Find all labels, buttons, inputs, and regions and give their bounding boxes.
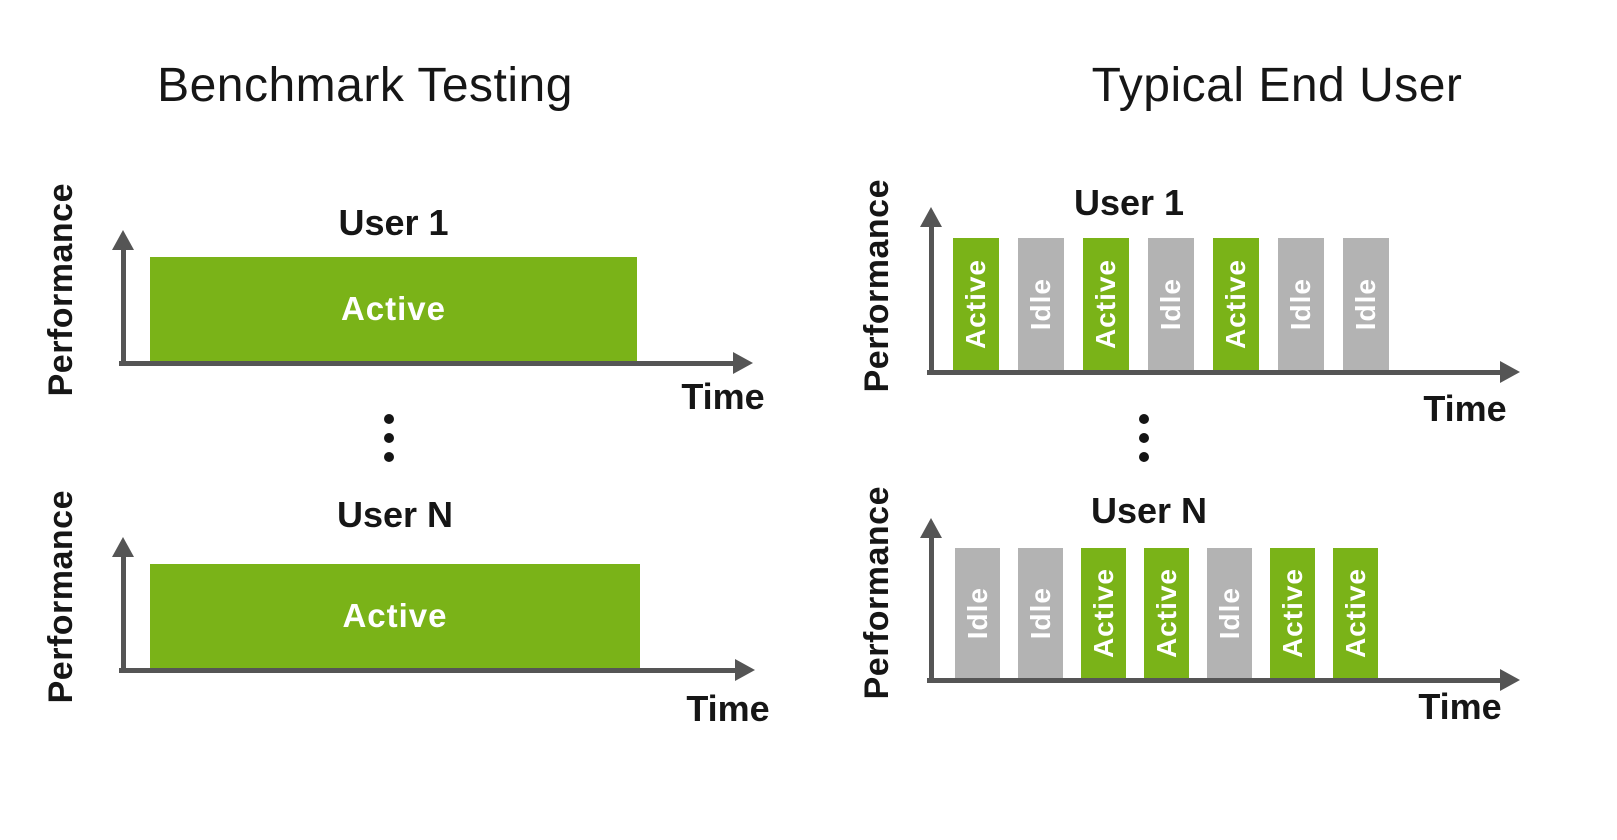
bar-label: Active — [340, 290, 447, 327]
y-axis — [121, 250, 126, 366]
y-axis — [121, 557, 126, 673]
chart-title: User N — [1090, 490, 1208, 531]
dot — [384, 433, 394, 443]
panel-title-typical-end-user: Typical End User — [1091, 59, 1463, 112]
x-axis — [119, 668, 737, 673]
bar-track: Active — [150, 257, 637, 361]
bar-idle: Idle — [955, 548, 1000, 678]
bar-track: Active Idle Active Idle Active Idle Idle — [953, 238, 1389, 370]
bar-active: Active — [1081, 548, 1126, 678]
bar-label: Idle — [1350, 277, 1381, 331]
bar-label: Active — [960, 258, 991, 350]
bar-active: Active — [1333, 548, 1378, 678]
dot — [1139, 414, 1149, 424]
bar-track: Idle Idle Active Active Idle Active Active — [955, 548, 1378, 678]
dot — [384, 452, 394, 462]
x-axis — [927, 678, 1502, 683]
y-axis — [929, 538, 934, 683]
bar-active: Active — [150, 257, 637, 361]
x-axis-label: Time — [686, 688, 770, 729]
x-axis-arrow-icon — [1500, 361, 1520, 383]
y-axis-arrow-icon — [920, 518, 942, 538]
x-axis-label: Time — [1423, 388, 1507, 429]
chart-title: User N — [336, 494, 454, 535]
bar-label: Idle — [961, 586, 993, 640]
x-axis-arrow-icon — [1500, 669, 1520, 691]
panel-title-benchmark-testing: Benchmark Testing — [157, 59, 573, 112]
y-axis-arrow-icon — [112, 230, 134, 250]
bar-label: Active — [1339, 567, 1371, 659]
y-axis-label: Performance — [40, 490, 82, 704]
bar-label: Active — [1150, 567, 1182, 659]
bar-active: Active — [1083, 238, 1129, 370]
bar-idle: Idle — [1018, 238, 1064, 370]
y-axis-label-text: Performance — [41, 490, 80, 704]
bar-active: Active — [1270, 548, 1315, 678]
vertical-ellipsis-right — [1139, 414, 1149, 462]
y-axis-label: Performance — [856, 486, 898, 700]
bar-label: Idle — [1024, 586, 1056, 640]
y-axis-label: Performance — [40, 183, 82, 397]
y-axis — [929, 227, 934, 375]
bar-label: Idle — [1025, 277, 1056, 331]
bar-label: Active — [1276, 567, 1308, 659]
bar-active: Active — [1144, 548, 1189, 678]
bar-label: Idle — [1213, 586, 1245, 640]
bar-label: Active — [1220, 258, 1251, 350]
bar-label: Active — [1090, 258, 1121, 350]
dot — [384, 414, 394, 424]
dot — [1139, 433, 1149, 443]
x-axis-label: Time — [681, 376, 765, 417]
bar-idle: Idle — [1343, 238, 1389, 370]
x-axis-arrow-icon — [735, 659, 755, 681]
bar-idle: Idle — [1278, 238, 1324, 370]
bar-active: Active — [1213, 238, 1259, 370]
x-axis — [119, 361, 735, 366]
bar-track: Active — [150, 564, 640, 668]
y-axis-label-text: Performance — [857, 486, 896, 700]
y-axis-arrow-icon — [920, 207, 942, 227]
x-axis-label: Time — [1418, 686, 1502, 727]
x-axis-arrow-icon — [733, 352, 753, 374]
y-axis-label-text: Performance — [41, 183, 80, 397]
chart-title: User 1 — [1073, 182, 1185, 223]
bar-label: Active — [342, 597, 448, 634]
chart-title: User 1 — [338, 202, 449, 243]
dot — [1139, 452, 1149, 462]
bar-idle: Idle — [1148, 238, 1194, 370]
y-axis-label-text: Performance — [857, 179, 896, 393]
bar-idle: Idle — [1207, 548, 1252, 678]
vertical-ellipsis-left — [384, 414, 394, 462]
bar-active: Active — [953, 238, 999, 370]
bar-label: Idle — [1285, 277, 1316, 331]
y-axis-label: Performance — [856, 179, 898, 393]
x-axis — [927, 370, 1502, 375]
bar-active: Active — [150, 564, 640, 668]
y-axis-arrow-icon — [112, 537, 134, 557]
bar-idle: Idle — [1018, 548, 1063, 678]
bar-label: Active — [1087, 567, 1119, 659]
bar-label: Idle — [1155, 277, 1186, 331]
